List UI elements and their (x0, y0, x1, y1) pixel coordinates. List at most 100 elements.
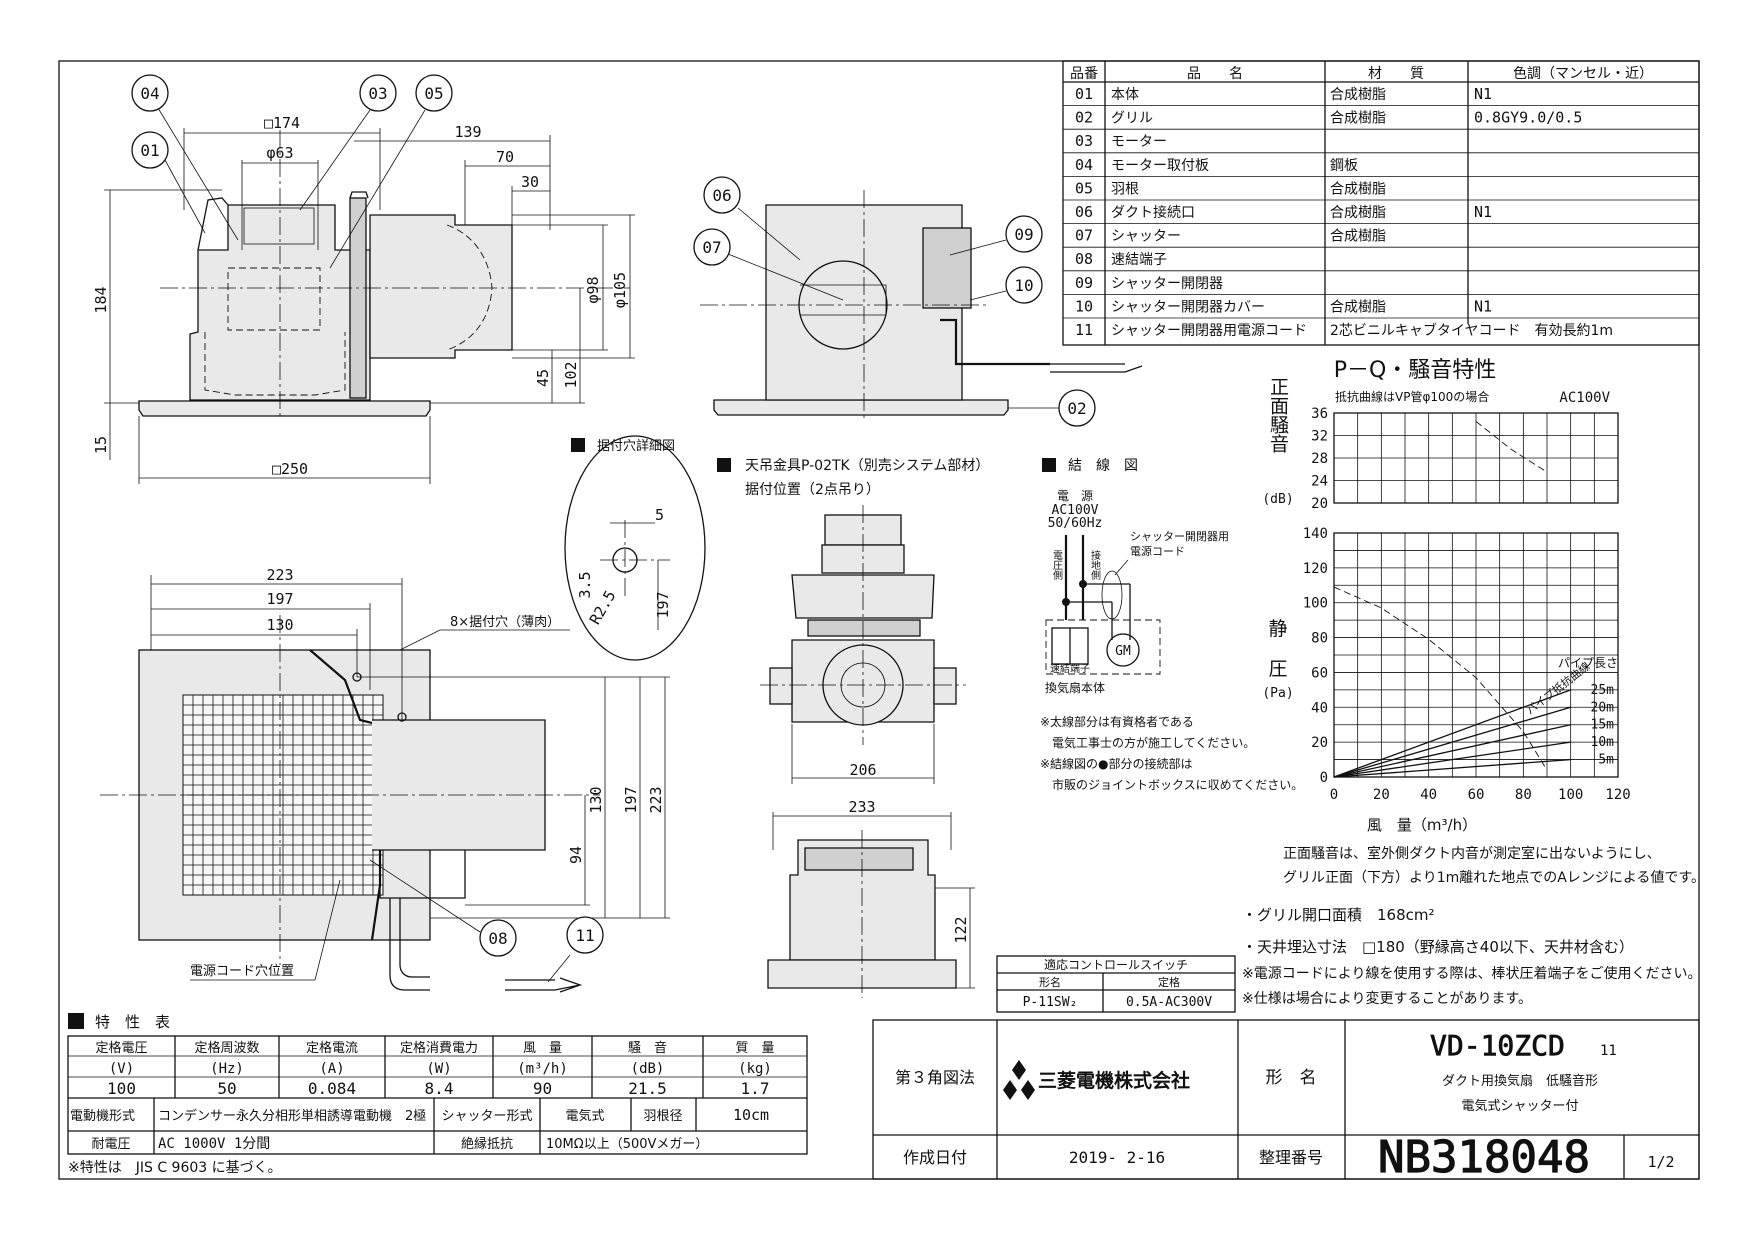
pq-xtick: 120 (1605, 787, 1630, 803)
dim-45: 45 (534, 369, 552, 387)
pq-ytick: 60 (1311, 665, 1328, 681)
spec-shutter-value: 電気式 (565, 1108, 604, 1124)
pipe-resistance-curve (1333, 724, 1571, 778)
parts-header-name: 品 名 (1187, 66, 1243, 82)
part-name: モーター取付板 (1111, 158, 1209, 174)
dim-139: 139 (454, 123, 481, 141)
part-material: 鋼板 (1330, 158, 1358, 174)
spec-header: 定格電流 (306, 1040, 358, 1056)
dim-sq174: □174 (264, 114, 300, 132)
pq-xtick: 60 (1468, 787, 1485, 803)
pipe-resistance-curve (1333, 689, 1571, 778)
top-dim-v130: 130 (587, 786, 605, 813)
part-material: 合成樹脂 (1330, 205, 1386, 221)
pipe-length-tick: 20m (1591, 700, 1615, 715)
date-label: 作成日付 (903, 1148, 967, 1167)
dim-phi105: φ105 (611, 272, 629, 308)
wiring-voltage: AC100V (1052, 503, 1099, 518)
wiring-note3: ※結線図の●部分の接続部は (1040, 756, 1193, 771)
spec-value: 100 (107, 1079, 136, 1098)
creation-date: 2019- 2-16 (1069, 1148, 1165, 1167)
spec-value: 21.5 (628, 1079, 667, 1098)
part-name: シャッター開閉器用電源コード (1111, 323, 1307, 339)
spec-header: 質 量 (735, 1041, 774, 1056)
model-label: 形 名 (1266, 1068, 1317, 1088)
spec-note: ※特性は JIS C 9603 に基づく。 (68, 1159, 282, 1176)
pq-chart: P－Q・騒音特性 抵抗曲線はVP管φ100の場合 AC100V 正面騒音 (dB… (1262, 358, 1630, 834)
part-no: 05 (1075, 179, 1093, 197)
mount-hole-label: 8×据付穴（薄肉） (450, 615, 560, 630)
pq-ytick: 80 (1311, 631, 1328, 647)
callout-07: 07 (702, 238, 721, 257)
wiring-title: 結 線 図 (1068, 458, 1138, 474)
wiring-power: 電 源 (1057, 489, 1093, 503)
spec-unit: (m³/h) (517, 1061, 568, 1077)
pq-xlabel: 風 量（m³/h） (1367, 816, 1477, 834)
pq-xtick: 40 (1420, 787, 1437, 803)
spec-motor-label: 電動機形式 (70, 1109, 135, 1124)
part-material: 合成樹脂 (1330, 299, 1386, 315)
part-no: 03 (1075, 132, 1093, 150)
pq-note: 抵抗曲線はVP管φ100の場合 (1335, 389, 1489, 404)
spec-header: 定格電圧 (95, 1040, 147, 1056)
switch-header-rating: 定格 (1158, 975, 1180, 989)
part-name: グリル (1111, 111, 1153, 127)
mitsubishi-logo (1003, 1060, 1035, 1100)
noise-ytick: 24 (1311, 474, 1328, 490)
hanger-title: 天吊金具P-02TK（別売システム部材） (745, 458, 989, 474)
page-number: 1/2 (1647, 1153, 1674, 1171)
spec-header: 騒 音 (628, 1040, 667, 1056)
noise-ytick: 36 (1311, 406, 1328, 422)
duct-connector (369, 214, 513, 359)
wiring-motor: GM (1115, 644, 1131, 659)
model-desc2: 電気式シャッター付 (1461, 1098, 1578, 1114)
wiring-cord2: 電源コード (1130, 544, 1185, 558)
pipe-resistance-curve (1333, 741, 1571, 778)
part-no: 11 (1075, 321, 1093, 339)
dim-phi98: φ98 (584, 276, 602, 303)
pipe-length-label: パイプ長さ (1558, 656, 1618, 670)
callout-06: 06 (712, 186, 731, 205)
part-name: シャッター (1111, 229, 1181, 245)
part-name: モーター (1111, 134, 1167, 150)
spec-value: 1.7 (741, 1079, 770, 1098)
note-grill: ・グリル開口面積 168cm² (1242, 906, 1435, 924)
spec-voltage-label: 耐電圧 (91, 1137, 130, 1152)
switch-rating: 0.5A-AC300V (1126, 995, 1212, 1010)
pressure-unit: (Pa) (1262, 686, 1293, 701)
mount-hole-title: 据付穴詳細図 (597, 438, 675, 454)
spec-blade-label: 羽根径 (643, 1109, 682, 1124)
hole-dim-197: 197 (654, 591, 672, 618)
part-name: ダクト接続口 (1111, 204, 1195, 221)
top-dim-v223: 223 (647, 786, 665, 813)
pipe-length-tick: 25m (1591, 683, 1615, 698)
callout-09: 09 (1014, 225, 1033, 244)
pipe-length-tick: 15m (1591, 718, 1615, 733)
dim-102: 102 (562, 361, 580, 388)
title-block: 第３角図法 三菱電機株式会社 形 名 VD-10ZCD 11 ダクト用換気扇 低… (872, 1019, 1700, 1184)
pipe-length-tick: 5m (1598, 753, 1614, 768)
noise-label: 正面騒音 (1267, 377, 1289, 453)
switch-model: P-11SW₂ (1023, 995, 1078, 1010)
callout-02: 02 (1067, 399, 1086, 418)
spec-voltage-value: AC 1000V 1分間 (158, 1136, 270, 1152)
callout-08: 08 (488, 929, 507, 948)
callout-10: 10 (1014, 276, 1033, 295)
dim-sq250: □250 (272, 460, 308, 478)
pq-curve (1333, 586, 1548, 771)
parts-header-material: 材 質 (1368, 66, 1424, 82)
hole-dim-5: 5 (655, 506, 664, 524)
note-noise1: 正面騒音は、室外側ダクト内音が測定室に出ないようにし、 (1283, 845, 1661, 862)
pressure-label2: 圧 (1268, 658, 1287, 680)
pipe-length-tick: 10m (1591, 735, 1615, 750)
top-view: 223 197 130 130 197 223 94 8×据付穴（薄肉） 電源コ… (100, 566, 670, 993)
dim-15: 15 (92, 436, 110, 454)
wiring-body: 換気扇本体 (1045, 680, 1105, 695)
note-noise2: グリル正面（下方）より1m離れた地点でのAレンジによる値です。 (1283, 869, 1705, 886)
spec-insulation-label: 絶縁抵抗 (461, 1136, 513, 1152)
noise-curve (1475, 421, 1548, 473)
part-no: 01 (1075, 85, 1093, 103)
callout-01: 01 (140, 141, 159, 160)
part-no: 08 (1075, 250, 1093, 268)
noise-ytick: 28 (1311, 451, 1328, 467)
